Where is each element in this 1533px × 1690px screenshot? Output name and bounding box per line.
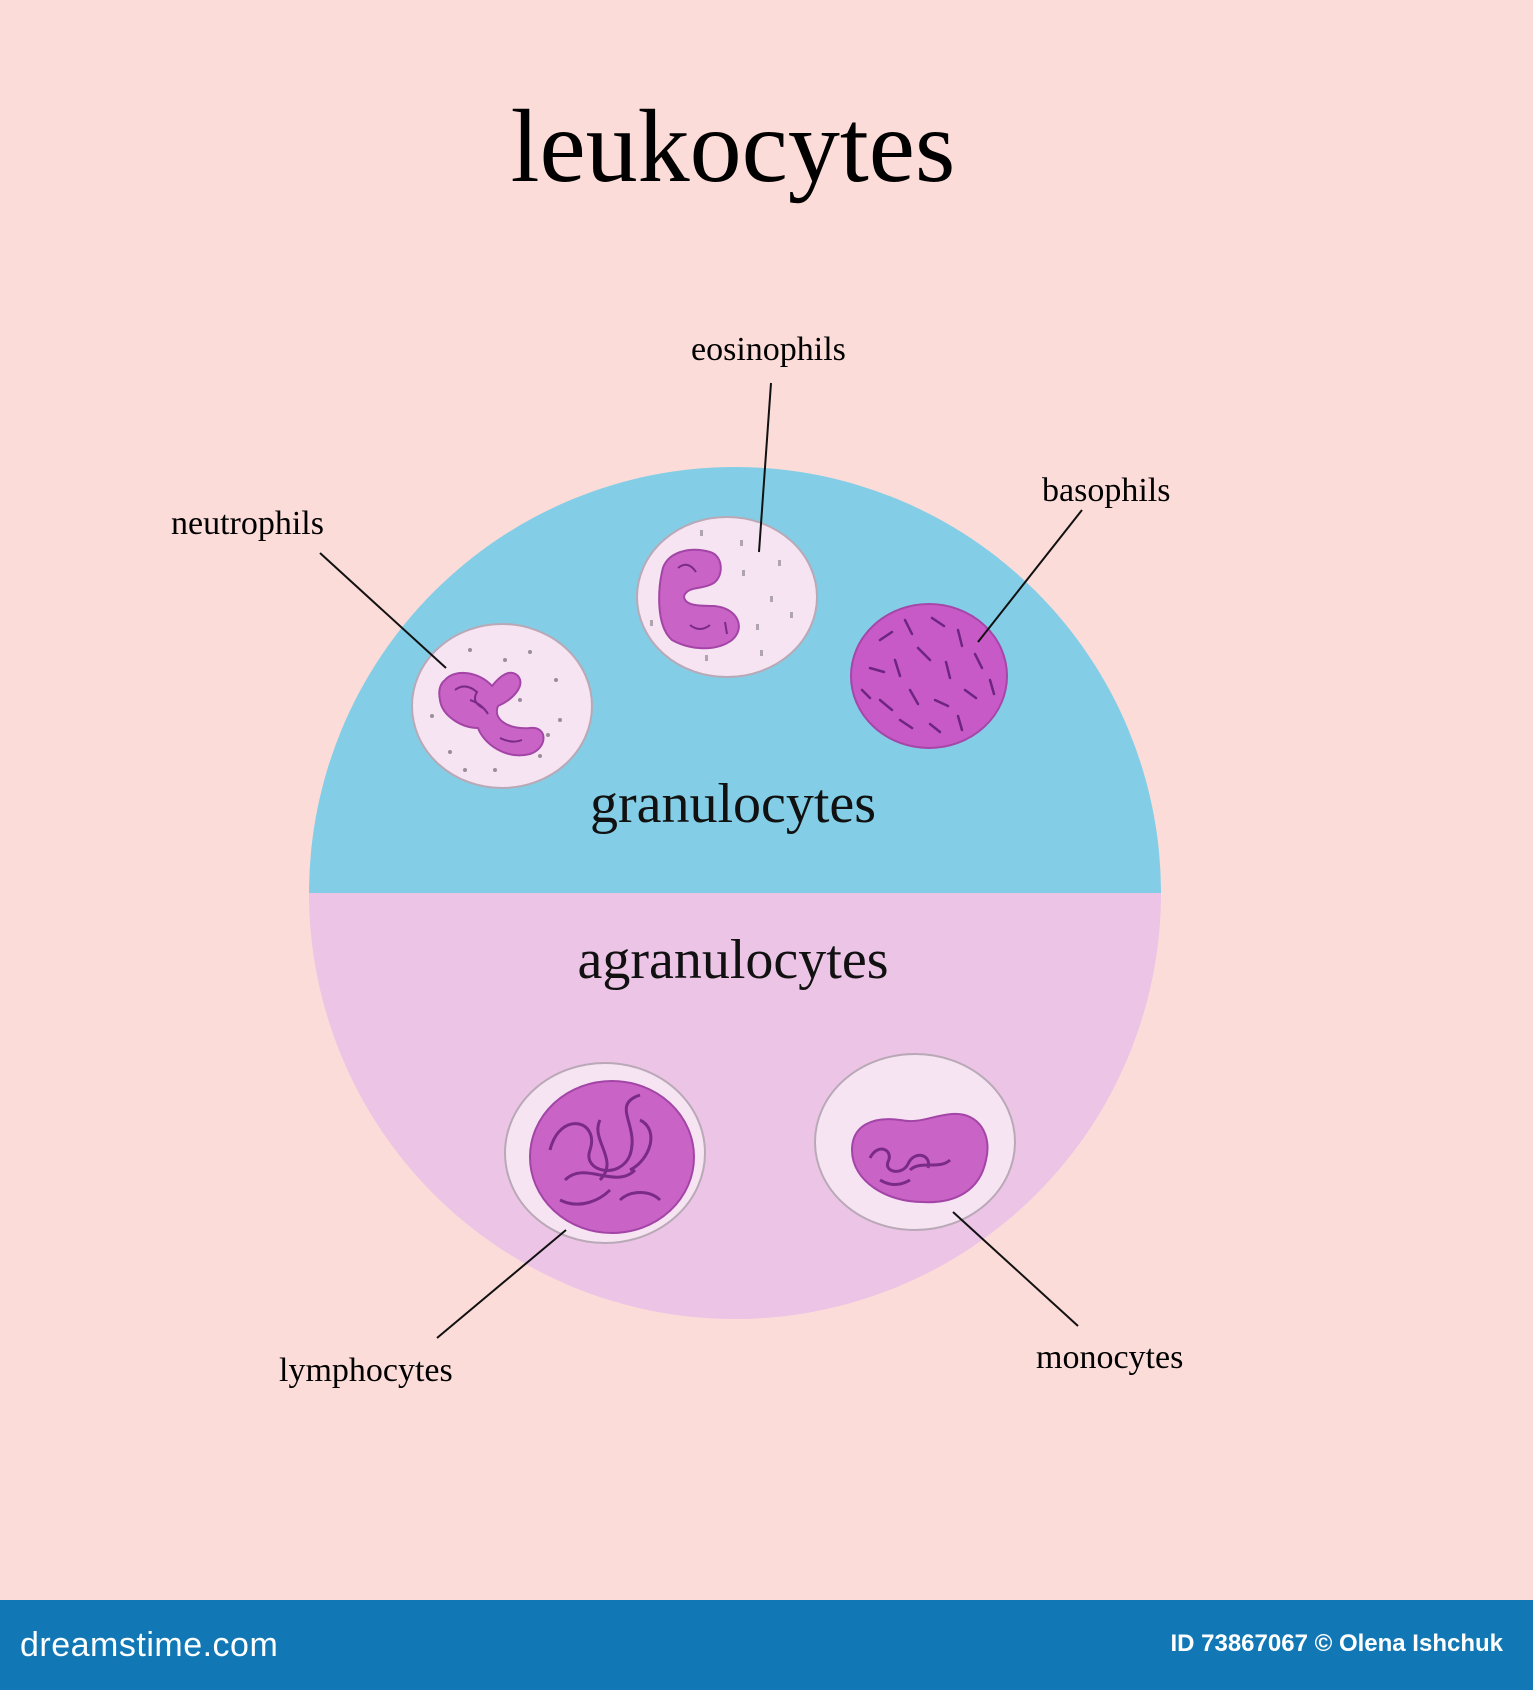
brand-link[interactable]: dreamstime.com [20, 1626, 279, 1664]
monocytes-label: monocytes [1036, 1339, 1184, 1376]
eosinophils-leader [758, 382, 772, 553]
lymphocytes-leader [436, 1229, 567, 1339]
monocytes-leader [952, 1211, 1079, 1327]
basophils-leader [977, 509, 1083, 643]
basophils-label: basophils [1042, 472, 1171, 509]
lymphocyte-cell [504, 1062, 706, 1244]
monocyte-cell [814, 1053, 1016, 1231]
eosinophils-label: eosinophils [691, 331, 846, 368]
neutrophils-leader [319, 552, 447, 669]
leader-lines [319, 382, 1083, 1339]
footer-bar: dreamstime.com ID 73867067 © Olena Ishch… [0, 1600, 1533, 1690]
diagram: leukocytes granulocytes agranulocytes ne… [171, 89, 1184, 1389]
neutrophils-label: neutrophils [171, 505, 324, 542]
eosinophil-cell [636, 516, 818, 678]
lymphocytes-label: lymphocytes [279, 1352, 453, 1389]
agranulocytes-label: agranulocytes [577, 929, 889, 991]
diagram-graphics [309, 382, 1161, 1339]
diagram-title: leukocytes [510, 89, 956, 204]
granulocytes-label: granulocytes [589, 773, 877, 835]
image-credit: ID 73867067 © Olena Ishchuk [1170, 1630, 1503, 1657]
neutrophil-cell [411, 623, 593, 789]
basophil-cell [850, 603, 1008, 749]
